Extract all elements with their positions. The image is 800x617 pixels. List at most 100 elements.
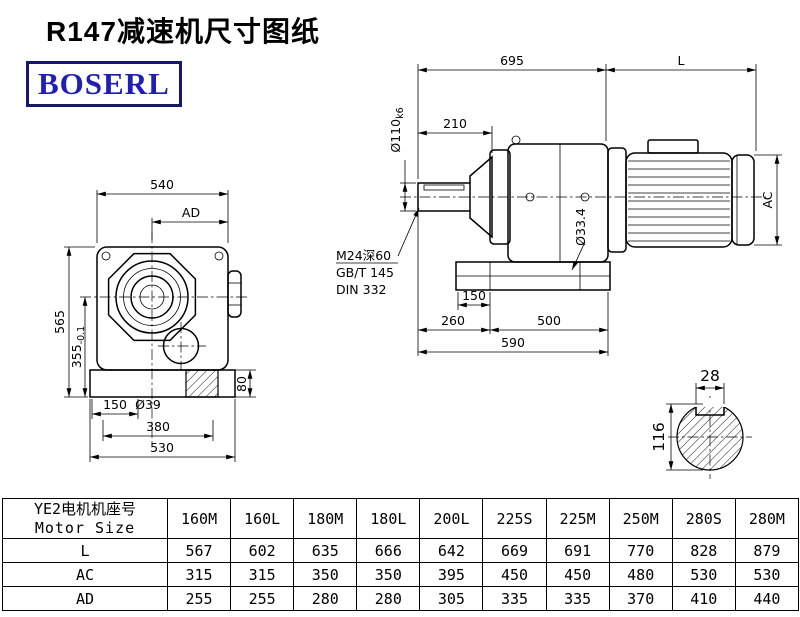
bolt-boss: [214, 251, 224, 261]
terminal-box: [647, 139, 699, 154]
dim-260-label: 260: [441, 313, 465, 328]
table-cell: 440: [734, 586, 799, 611]
dim-380-label: 380: [146, 419, 170, 434]
note-gbt145-label: GB/T 145: [336, 265, 394, 280]
table-cell: 530: [734, 562, 799, 587]
dim-210-label: 210: [443, 116, 467, 131]
table-row-L: L 567 602 635 666 642 669 691 770 828 87…: [2, 538, 799, 563]
table-cell: 642: [419, 538, 484, 563]
dim-o39-label: Ø39: [135, 397, 161, 412]
shaft-hub: [469, 155, 493, 239]
column-header: 225S: [482, 498, 547, 539]
column-header: 225M: [545, 498, 610, 539]
table-header-en: Motor Size: [34, 518, 136, 537]
dim-540-label: 540: [150, 177, 174, 192]
dim-355-label: 355-0.1: [69, 326, 87, 368]
front-view-dimension-lines: [64, 190, 256, 462]
column-header: 280M: [734, 498, 799, 539]
main-bore-circle: [115, 260, 189, 334]
bolt-boss: [101, 251, 111, 261]
table-cell: 691: [545, 538, 610, 563]
table-cell: 335: [545, 586, 610, 611]
keyway-slot: [695, 407, 725, 416]
column-header: 250M: [608, 498, 673, 539]
table-cell: 480: [608, 562, 673, 587]
column-header: 160L: [230, 498, 295, 539]
column-header: 180L: [356, 498, 421, 539]
secondary-bore-circle: [162, 327, 200, 365]
table-cell: 669: [482, 538, 547, 563]
table-cell: 828: [671, 538, 736, 563]
table-cell: 770: [608, 538, 673, 563]
column-header: 200L: [419, 498, 484, 539]
table-cell: 450: [482, 562, 547, 587]
table-header-cn: YE2电机机座号: [33, 499, 137, 518]
table-cell: 280: [356, 586, 421, 611]
dim-o110k6-label: Ø110k6: [388, 107, 406, 152]
front-cover: [489, 149, 511, 245]
bearing-mark: [580, 192, 590, 202]
row-label: L: [2, 538, 168, 563]
dim-80-label: 80: [234, 376, 249, 392]
row-label: AC: [2, 562, 168, 587]
shaft-keyway: [423, 184, 465, 191]
side-view-dimension-lines: [336, 64, 782, 356]
output-shaft: [417, 182, 471, 212]
housing-body: [507, 143, 609, 263]
table-cell: 305: [419, 586, 484, 611]
shaft-section-circle: [676, 403, 744, 471]
table-cell: 350: [356, 562, 421, 587]
note-din332-label: DIN 332: [336, 282, 387, 297]
dim-695-label: 695: [500, 53, 524, 68]
dim-590-label: 590: [501, 335, 525, 350]
gearbox-side-outline: [417, 135, 755, 291]
table-cell: 567: [166, 538, 232, 563]
eye-bolt: [511, 135, 521, 145]
table-cell: 280: [293, 586, 358, 611]
table-cell: 666: [356, 538, 421, 563]
technical-drawing: 540 AD 565 355-0.1 80 150 Ø39 380 530: [52, 53, 782, 479]
table-header-row: YE2电机机座号 Motor Size 160M 160L 180M 180L …: [2, 498, 799, 539]
table-cell: 370: [608, 586, 673, 611]
table-cell: 315: [166, 562, 232, 587]
column-header: 180M: [293, 498, 358, 539]
table-cell: 879: [734, 538, 799, 563]
dim-150-label: 150: [103, 397, 127, 412]
dim-150-foot-label: 150: [462, 288, 486, 303]
bearing-mark: [525, 192, 535, 202]
dim-116-label: 116: [650, 422, 668, 452]
section-dimension-lines: [666, 383, 725, 471]
column-header: 280S: [671, 498, 736, 539]
table-corner-header: YE2电机机座号 Motor Size: [2, 498, 168, 539]
table-cell: 315: [230, 562, 295, 587]
dim-500-label: 500: [537, 313, 561, 328]
dim-28-label: 28: [700, 367, 720, 385]
table-cell: 450: [545, 562, 610, 587]
table-cell: 255: [230, 586, 295, 611]
brand-logo: BOSERL: [26, 61, 182, 107]
table-cell: 635: [293, 538, 358, 563]
gearbox-front-outline: [89, 246, 242, 398]
dim-o33-label: Ø33.4: [573, 208, 588, 246]
hatched-base-block: [185, 369, 219, 398]
table-cell: 350: [293, 562, 358, 587]
note-m24-label: M24深60: [336, 248, 391, 263]
fan-cowl: [731, 154, 755, 246]
table-cell: 530: [671, 562, 736, 587]
dim-ad-label: AD: [182, 205, 200, 220]
side-view: 695 L 210 Ø110k6 M24深60 GB/T 145 DIN 332…: [336, 53, 782, 356]
table-cell: 395: [419, 562, 484, 587]
table-cell: 255: [166, 586, 232, 611]
column-header: 160M: [166, 498, 232, 539]
page-title: R147减速机尺寸图纸: [46, 16, 320, 47]
table-cell: 602: [230, 538, 295, 563]
row-label: AD: [2, 586, 168, 611]
shaft-section-view: 28 116: [650, 367, 752, 479]
dim-L-label: L: [678, 53, 685, 68]
motor-flange: [607, 147, 627, 253]
side-boss: [227, 270, 242, 318]
motor-fins: [628, 160, 730, 242]
dim-565-label: 565: [52, 310, 67, 334]
front-view: 540 AD 565 355-0.1 80 150 Ø39 380 530: [52, 177, 256, 462]
table-cell: 410: [671, 586, 736, 611]
